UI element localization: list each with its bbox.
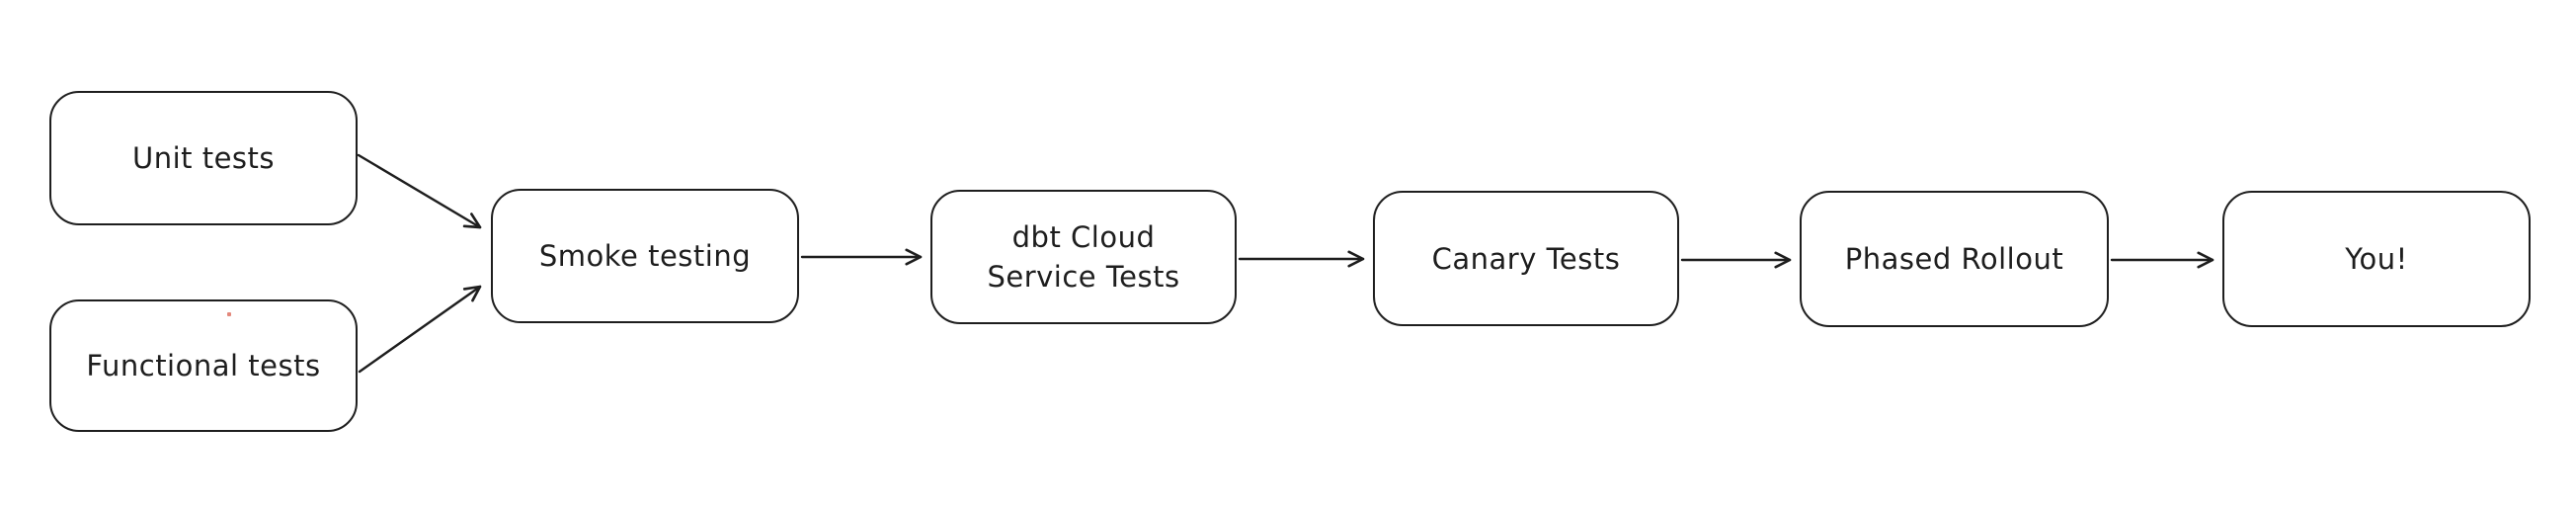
arrow-unit-tests-to-smoke-testing: [357, 153, 482, 229]
stray-red-dot: [227, 312, 231, 316]
node-unit-tests: Unit tests: [49, 91, 358, 225]
node-dbt-cloud-service-tests: dbt Cloud Service Tests: [930, 190, 1237, 324]
arrow-functional-tests-to-smoke-testing: [358, 285, 482, 374]
node-you: You!: [2222, 191, 2531, 327]
node-phased-rollout: Phased Rollout: [1800, 191, 2109, 327]
node-smoke-testing: Smoke testing: [491, 189, 799, 323]
node-functional-tests: Functional tests: [49, 299, 358, 432]
node-canary-tests: Canary Tests: [1373, 191, 1679, 326]
